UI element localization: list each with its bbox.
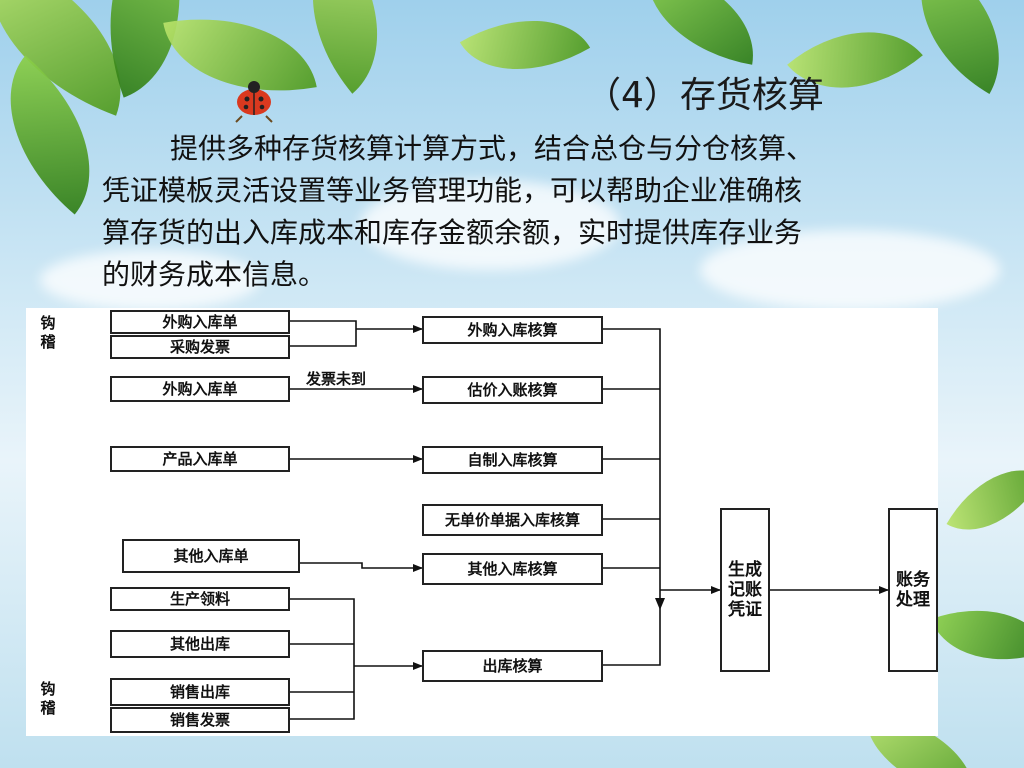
process-box-no-price-accounting: 无单价单据入库核算 — [422, 504, 603, 536]
paragraph-line: 的财务成本信息。 — [102, 258, 327, 291]
source-box-purchase-in: 外购入库单 — [110, 310, 290, 334]
source-box-sales-out: 销售出库 — [110, 678, 290, 706]
paragraph-line: 提供多种存货核算计算方式，结合总仓与分仓核算、 — [170, 132, 815, 165]
side-label-text: 钩稽 — [40, 680, 56, 717]
paragraph-line: 算存货的出入库成本和库存金额余额，实时提供库存业务 — [102, 216, 803, 249]
leaf-decoration — [459, 0, 591, 103]
cloud-decoration — [40, 250, 260, 310]
cloud-decoration — [360, 180, 620, 270]
cloud-decoration — [700, 230, 1000, 310]
source-box-sales-invoice: 销售发票 — [110, 707, 290, 733]
leaf-decoration — [931, 585, 1024, 685]
process-box-estimated-accounting: 估价入账核算 — [422, 376, 603, 404]
process-box-outbound-accounting: 出库核算 — [422, 650, 603, 682]
connector-lines — [290, 320, 889, 720]
inventory-accounting-flowchart: 钩稽 钩稽 外购入库单 采购发票 外购入库单 产品入库单 其他入库单 生产领料 … — [26, 308, 938, 736]
leaf-decoration — [633, 0, 767, 65]
process-box-purchase-in-accounting: 外购入库核算 — [422, 316, 603, 344]
process-box-self-made-accounting: 自制入库核算 — [422, 446, 603, 474]
source-box-other-out: 其他出库 — [110, 630, 290, 658]
source-box-other-in: 其他入库单 — [122, 539, 300, 573]
leaf-decoration — [946, 446, 1024, 554]
edge-label-invoice-not-arrived: 发票未到 — [306, 370, 367, 388]
ledger-processing-box: 账务处理 — [888, 508, 938, 672]
paragraph-line: 凭证模板灵活设置等业务管理功能，可以帮助企业准确核 — [102, 174, 803, 207]
description-paragraph: 提供多种存货核算计算方式，结合总仓与分仓核算、 凭证模板灵活设置等业务管理功能，… — [102, 128, 962, 296]
source-box-product-in: 产品入库单 — [110, 446, 290, 472]
source-box-purchase-in-2: 外购入库单 — [110, 376, 290, 402]
side-label-reconcile-top: 钩稽 — [39, 314, 57, 352]
process-box-other-in-accounting: 其他入库核算 — [422, 553, 603, 585]
slide-title: （4）存货核算 — [585, 75, 824, 116]
ladybug-icon — [235, 81, 273, 123]
source-box-purchase-invoice: 采购发票 — [110, 335, 290, 359]
source-box-production-material: 生产领料 — [110, 587, 290, 611]
voucher-generation-box: 生成记账凭证 — [720, 508, 770, 672]
side-label-reconcile-bottom: 钩稽 — [39, 680, 57, 718]
side-label-text: 钩稽 — [40, 314, 56, 351]
